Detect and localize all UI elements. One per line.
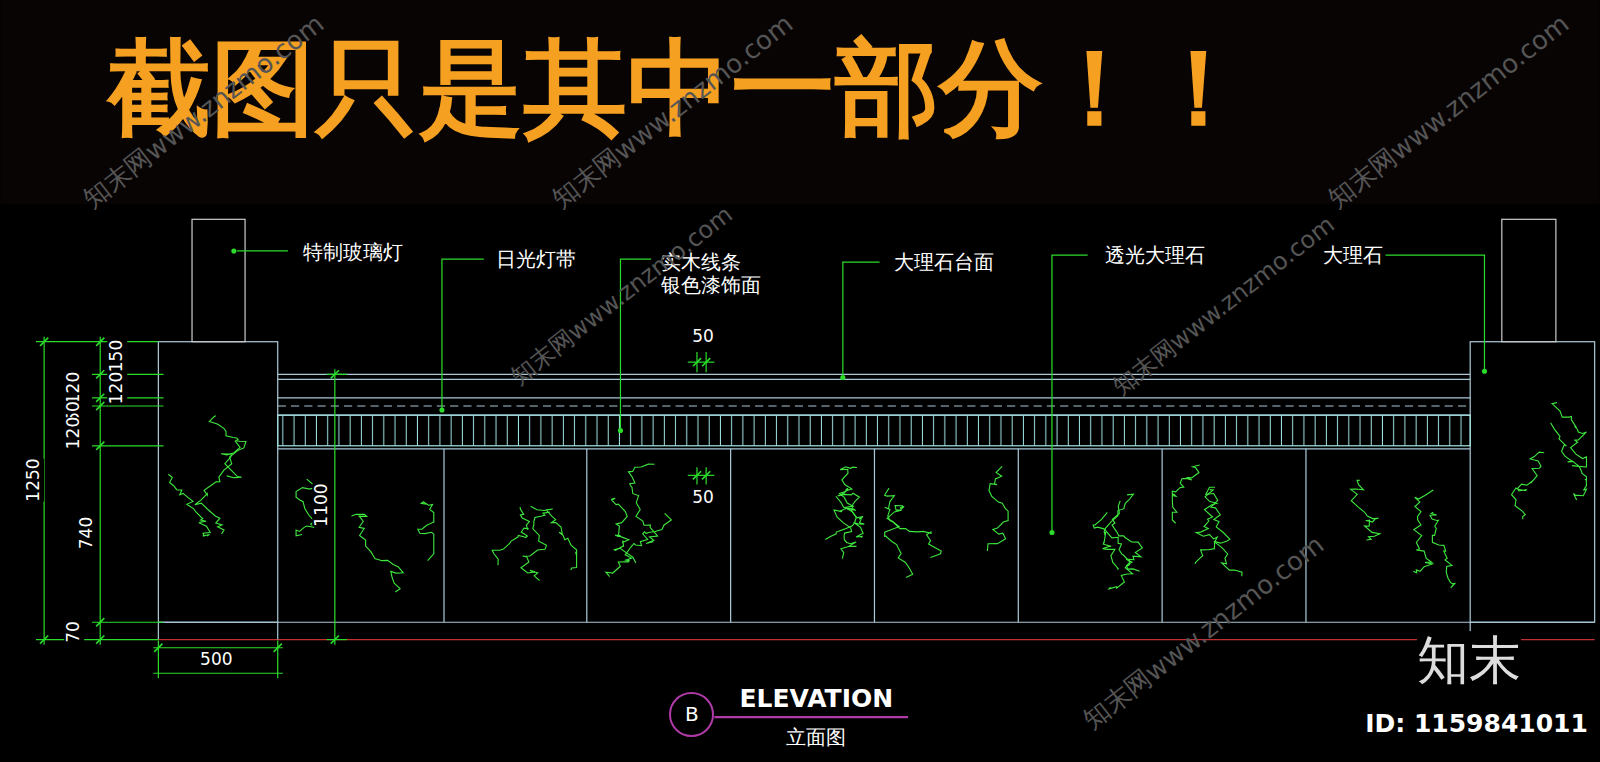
marble-vein bbox=[887, 506, 941, 558]
watermark: 知末网www.znzmo.com bbox=[1078, 530, 1330, 736]
marble-vein bbox=[1552, 403, 1586, 467]
dimension-text: 120 bbox=[65, 416, 85, 448]
outline-group bbox=[36, 219, 1595, 717]
dimension-text: 150 bbox=[108, 340, 128, 372]
left-pillar bbox=[158, 342, 277, 623]
view-title: 立面图 bbox=[786, 725, 846, 748]
dimension-text: 1250 bbox=[24, 458, 44, 501]
marble-vein bbox=[1206, 487, 1242, 576]
marble-vein bbox=[838, 488, 865, 537]
marble-vein bbox=[1351, 480, 1380, 540]
callout-text: 特制玻璃灯 bbox=[303, 241, 403, 264]
dimension-text: 740 bbox=[77, 516, 97, 548]
marble-vein bbox=[1413, 490, 1433, 573]
marble-vein bbox=[1172, 465, 1199, 523]
marble-vein bbox=[885, 488, 913, 577]
view-marker-circle: B bbox=[669, 692, 714, 737]
callout-text: 大理石 bbox=[1323, 244, 1383, 267]
callout-text: 透光大理石 bbox=[1105, 244, 1205, 267]
dimension-text: 1100 bbox=[313, 483, 333, 526]
marble-vein bbox=[1112, 501, 1142, 571]
dimension-text: 120 bbox=[108, 372, 128, 404]
wood-slats bbox=[278, 415, 1470, 446]
right-pillar bbox=[1470, 342, 1594, 623]
marble-vein bbox=[1195, 490, 1217, 564]
marble-vein bbox=[351, 514, 403, 592]
brand-mark: ID: 1159841011 bbox=[1365, 710, 1588, 739]
dimension-text: 70 bbox=[65, 621, 85, 643]
marble-veins bbox=[169, 403, 1587, 592]
marker-letter: B bbox=[685, 702, 699, 726]
marble-vein bbox=[611, 498, 636, 563]
callout-text: 大理石台面 bbox=[894, 251, 994, 274]
marble-vein bbox=[987, 466, 1008, 551]
marble-vein bbox=[531, 506, 577, 570]
marble-vein bbox=[521, 512, 550, 580]
dimension-text: 120 bbox=[65, 372, 85, 404]
callout-text: 日光灯带 bbox=[496, 248, 576, 271]
watermark: 知末网www.znzmo.com bbox=[1108, 211, 1340, 401]
marble-vein bbox=[1551, 423, 1587, 500]
brand-mark: 知末 bbox=[1417, 631, 1521, 691]
marble-vein bbox=[1093, 512, 1132, 588]
glass-lamp bbox=[1502, 219, 1556, 341]
marble-vein bbox=[418, 502, 434, 561]
dimension-text: 50 bbox=[692, 327, 714, 347]
view-title: ELEVATION bbox=[739, 685, 893, 714]
dimension-text: 50 bbox=[692, 488, 714, 508]
dimension-text: 500 bbox=[200, 650, 232, 670]
marble-vein bbox=[606, 513, 671, 576]
marble-vein bbox=[195, 441, 246, 534]
glass-lamp bbox=[192, 219, 245, 341]
leader-lines bbox=[237, 251, 1485, 531]
marble-vein bbox=[1512, 452, 1545, 519]
marble-vein bbox=[1430, 512, 1455, 587]
